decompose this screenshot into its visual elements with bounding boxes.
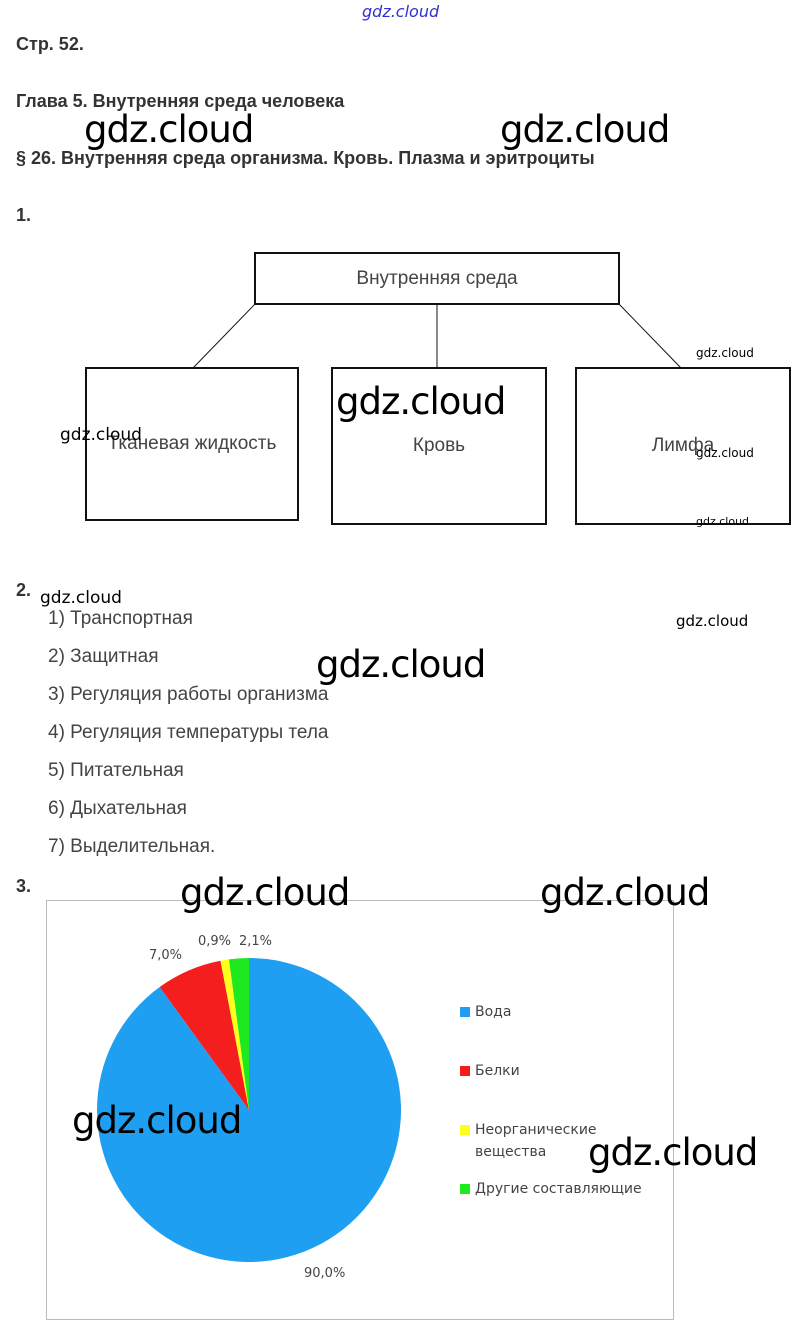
legend-label: Белки <box>475 1063 520 1079</box>
legend-swatch <box>460 1125 470 1135</box>
watermark: gdz.cloud <box>72 1099 242 1142</box>
watermark: gdz.cloud <box>316 643 486 686</box>
legend-swatch <box>460 1066 470 1076</box>
data-label-inorganic: 0,9% <box>198 934 232 949</box>
legend-item-proteins: Белки <box>460 1060 520 1082</box>
data-label-water: 90,0% <box>304 1266 346 1281</box>
task3-number: 3. <box>16 876 32 896</box>
legend-label: Другие составляющие <box>475 1181 642 1197</box>
watermark: gdz.cloud <box>696 346 754 360</box>
watermark: gdz.cloud <box>84 108 254 151</box>
list-item: 2) Защитная <box>48 646 159 667</box>
watermark: gdz.cloud <box>540 871 710 914</box>
diagram-root: Внутренняя среда <box>254 252 620 305</box>
list-item: 3) Регуляция работы организма <box>48 684 329 705</box>
section-title: § 26. Внутренняя среда организма. Кровь.… <box>16 148 595 168</box>
legend-label: Неорганические вещества <box>475 1122 597 1160</box>
legend-item-water: Вода <box>460 1001 511 1023</box>
diagram-node-blood: Кровь <box>331 367 547 525</box>
task1-number: 1. <box>16 205 32 225</box>
slice-proteins <box>159 960 249 1110</box>
slice-water <box>96 958 401 1262</box>
watermark: gdz.cloud <box>60 425 142 445</box>
diagram-node-tissue-fluid: Тканевая жидкость <box>85 367 299 521</box>
data-label-other: 2,1% <box>239 934 273 949</box>
data-label-proteins: 7,0% <box>149 948 183 963</box>
chart-frame <box>46 900 674 1320</box>
watermark: gdz.cloud <box>696 515 750 528</box>
watermark: gdz.cloud <box>588 1131 758 1174</box>
diagram-connectors <box>192 302 682 369</box>
list-item: 4) Регуляция температуры тела <box>48 722 329 743</box>
list-item: 7) Выделительная. <box>48 836 216 857</box>
legend-item-other: Другие составляющие <box>460 1178 642 1200</box>
list-item: 1) Транспортная <box>48 608 193 629</box>
watermark-top: gdz.cloud <box>362 2 440 21</box>
legend-swatch <box>460 1184 470 1194</box>
chapter-title: Глава 5. Внутренняя среда человека <box>16 91 345 111</box>
legend-item-inorganic: Неорганические вещества <box>460 1119 610 1163</box>
slice-other <box>229 958 249 1110</box>
watermark: gdz.cloud <box>696 446 754 460</box>
page-label: Стр. 52. <box>16 34 84 54</box>
watermark: gdz.cloud <box>500 108 670 151</box>
list-item: 6) Дыхательная <box>48 798 187 819</box>
watermark: gdz.cloud <box>40 588 122 608</box>
diagram-node-lymph: Лимфа <box>575 367 791 525</box>
slice-inorganic <box>220 959 249 1110</box>
watermark: gdz.cloud <box>676 612 749 630</box>
task2-number: 2. <box>16 580 32 600</box>
watermark: gdz.cloud <box>180 871 350 914</box>
legend-swatch <box>460 1007 470 1017</box>
list-item: 5) Питательная <box>48 760 184 781</box>
watermark: gdz.cloud <box>336 380 506 423</box>
legend-label: Вода <box>475 1004 512 1020</box>
